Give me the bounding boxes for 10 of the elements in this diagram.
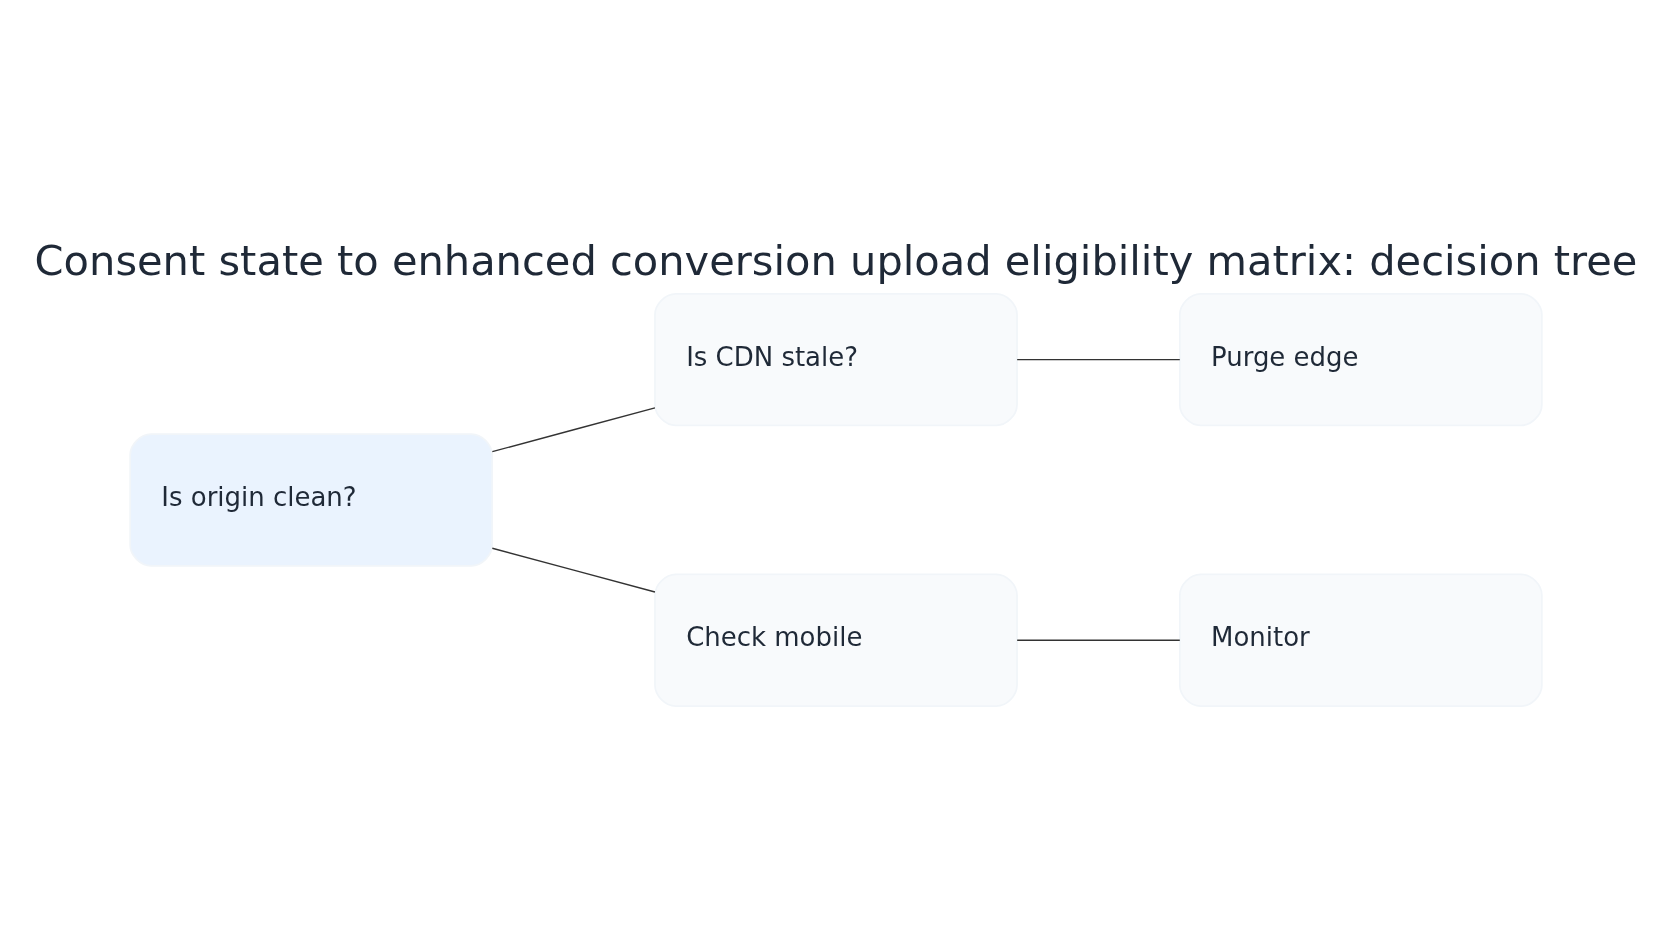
connector <box>491 547 656 593</box>
node-box: Is origin clean? <box>129 433 494 567</box>
node-box: Check mobile <box>654 573 1018 707</box>
node-box: Monitor <box>1178 573 1543 707</box>
diagram-title: Consent state to enhanced conversion upload eligibility matrix: decision tree <box>34 236 1638 286</box>
node-box: Purge edge <box>1178 292 1543 427</box>
connector <box>1016 639 1181 641</box>
connector <box>491 407 656 453</box>
connector <box>1016 358 1181 361</box>
node-box: Is CDN stale? <box>654 292 1018 427</box>
